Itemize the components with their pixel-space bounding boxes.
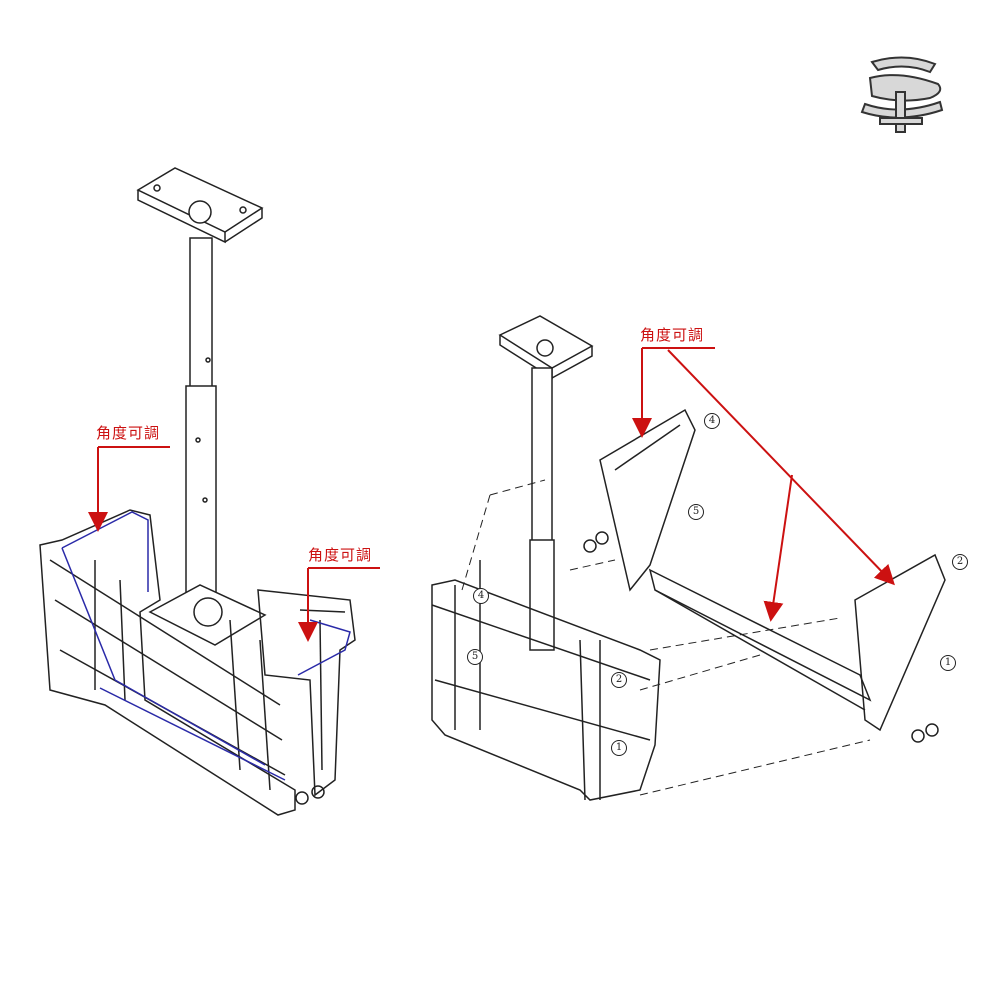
right-adjust-arrows xyxy=(632,347,895,622)
callout-1-upper: 1 xyxy=(940,655,956,671)
callout-2-lower: 2 xyxy=(611,672,627,688)
sp-logo xyxy=(860,56,944,133)
callout-5-upper: 5 xyxy=(688,504,704,520)
callout-1-lower: 1 xyxy=(611,740,627,756)
angle-adjust-label-left-right: 角度可調 xyxy=(308,546,373,564)
right-assembly xyxy=(431,315,946,801)
left-assembly xyxy=(39,167,356,816)
callout-2-upper: 2 xyxy=(952,554,968,570)
angle-adjust-label-left-top: 角度可調 xyxy=(96,424,161,442)
angle-adjust-label-right-top: 角度可調 xyxy=(640,326,705,344)
callout-4-lower: 4 xyxy=(473,588,489,604)
left-adjust-arrows xyxy=(88,446,380,642)
callout-4-upper: 4 xyxy=(704,413,720,429)
callout-5-lower: 5 xyxy=(467,649,483,665)
